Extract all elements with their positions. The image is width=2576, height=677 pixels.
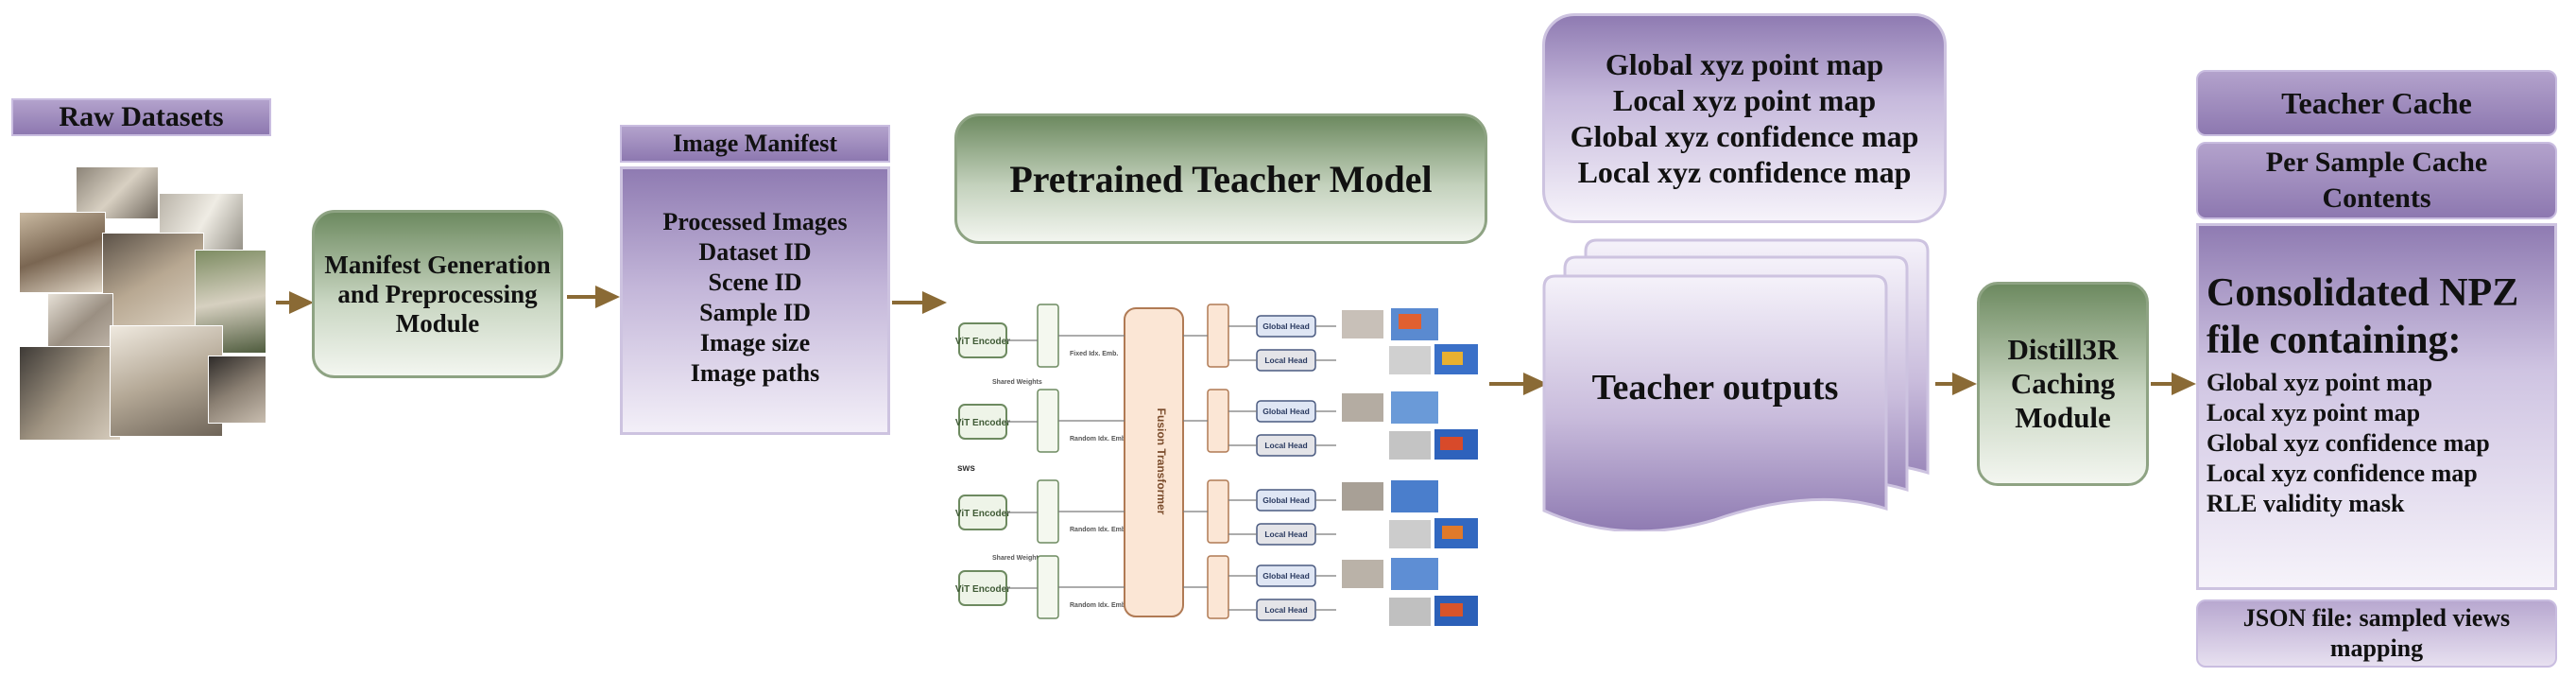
manifest-item: Dataset ID bbox=[698, 238, 812, 266]
vit-encoder: ViT Encoder bbox=[955, 570, 1010, 606]
raw-image bbox=[19, 346, 121, 441]
teacher-outputs-list: Global xyz point map Local xyz point map… bbox=[1542, 13, 1947, 223]
encoder-text: ViT Encoder bbox=[955, 509, 1010, 519]
manifest-item: Image paths bbox=[690, 359, 820, 387]
global-head-label: Global Head bbox=[1262, 321, 1310, 331]
local-head-label: Local Head bbox=[1264, 529, 1307, 539]
teacher-outputs-stack bbox=[1542, 238, 1930, 531]
vit-encoder: ViT Encoder bbox=[955, 404, 1010, 440]
npz-item: Global xyz point map bbox=[2207, 369, 2433, 396]
raw-image bbox=[110, 325, 223, 437]
module-line: Caching bbox=[2010, 367, 2116, 400]
global-head-label: Global Head bbox=[1262, 571, 1310, 581]
arrow-icon bbox=[1489, 373, 1548, 395]
raw-images-collage bbox=[19, 166, 266, 441]
encoder-text: ViT Encoder bbox=[955, 584, 1010, 595]
heading-line: Consolidated NPZ bbox=[2207, 271, 2519, 315]
fusion-transformer-block bbox=[1124, 307, 1184, 617]
random-emb-label: Random Idx. Emb. bbox=[1070, 602, 1127, 609]
output-item: Global xyz confidence map bbox=[1570, 119, 1919, 153]
cache-contents-panel: Consolidated NPZ file containing: Global… bbox=[2196, 223, 2557, 590]
distill3r-caching-module: Distill3R Caching Module bbox=[1977, 282, 2149, 486]
sws-label: sws bbox=[957, 463, 975, 474]
random-emb-label: Random Idx. Emb. bbox=[1070, 527, 1127, 533]
npz-items: Global xyz point map Local xyz point map… bbox=[2207, 368, 2554, 519]
teacher-model-title: Pretrained Teacher Model bbox=[954, 113, 1487, 244]
vit-encoder: ViT Encoder bbox=[955, 322, 1010, 358]
arrow-icon bbox=[1935, 373, 1977, 395]
cache-contents-subtitle: Per Sample Cache Contents bbox=[2196, 142, 2557, 219]
manifest-item: Scene ID bbox=[708, 269, 802, 296]
json-line: mapping bbox=[2329, 634, 2424, 662]
encoder-text: ViT Encoder bbox=[955, 418, 1010, 428]
fusion-transformer-label: Fusion Transformer bbox=[1155, 408, 1168, 515]
module-line: and Preprocessing bbox=[337, 279, 538, 308]
npz-item: Global xyz confidence map bbox=[2207, 429, 2490, 457]
local-head-label: Local Head bbox=[1264, 605, 1307, 615]
manifest-item: Processed Images bbox=[662, 208, 848, 235]
module-line: Manifest Generation bbox=[324, 250, 551, 279]
npz-item: RLE validity mask bbox=[2207, 490, 2405, 517]
random-emb-label: Random Idx. Emb. bbox=[1070, 436, 1127, 443]
module-line: Module bbox=[2015, 401, 2111, 434]
json-line: JSON file: sampled views bbox=[2242, 604, 2511, 632]
vit-encoder: ViT Encoder bbox=[955, 495, 1010, 530]
teacher-architecture-diagram: sws ViT Encoder ViT Encoder ViT Encoder … bbox=[955, 304, 1478, 626]
subtitle-line: Per Sample Cache bbox=[2265, 147, 2488, 178]
raw-image bbox=[208, 356, 266, 424]
output-item: Local xyz confidence map bbox=[1577, 155, 1912, 189]
shared-weights-label: Shared Weights bbox=[992, 555, 1042, 562]
arrow-icon bbox=[567, 286, 620, 308]
image-manifest-panel: Processed Images Dataset ID Scene ID Sam… bbox=[620, 166, 890, 435]
raw-image bbox=[102, 233, 204, 327]
manifest-generation-module: Manifest Generation and Preprocessing Mo… bbox=[312, 210, 563, 378]
output-item: Global xyz point map bbox=[1605, 47, 1884, 81]
encoder-text: ViT Encoder bbox=[955, 337, 1010, 347]
module-line: Distill3R bbox=[2007, 333, 2119, 366]
npz-heading: Consolidated NPZ file containing: bbox=[2207, 269, 2554, 364]
arrow-icon bbox=[276, 291, 314, 314]
json-note: JSON file: sampled views mapping bbox=[2196, 599, 2557, 668]
heading-line: file containing: bbox=[2207, 319, 2462, 362]
npz-item: Local xyz confidence map bbox=[2207, 460, 2478, 487]
local-head-label: Local Head bbox=[1264, 441, 1307, 450]
global-head-label: Global Head bbox=[1262, 495, 1310, 505]
npz-item: Local xyz point map bbox=[2207, 399, 2421, 426]
raw-image bbox=[19, 212, 106, 293]
arrow-icon bbox=[892, 291, 947, 314]
output-item: Local xyz point map bbox=[1612, 83, 1877, 117]
teacher-cache-title: Teacher Cache bbox=[2196, 70, 2557, 136]
manifest-item: Image size bbox=[699, 329, 811, 356]
image-manifest-title: Image Manifest bbox=[620, 125, 890, 163]
shared-weights-label: Shared Weights bbox=[992, 379, 1042, 386]
manifest-item: Sample ID bbox=[699, 299, 811, 326]
subtitle-line: Contents bbox=[2322, 182, 2431, 214]
fixed-emb-label: Fixed Idx. Emb. bbox=[1070, 351, 1118, 357]
module-line: Module bbox=[395, 308, 480, 338]
global-head-label: Global Head bbox=[1262, 407, 1310, 416]
local-head-label: Local Head bbox=[1264, 356, 1307, 365]
arrow-icon bbox=[2151, 373, 2196, 395]
raw-image bbox=[195, 250, 266, 354]
raw-image bbox=[76, 166, 159, 219]
teacher-outputs-label: Teacher outputs bbox=[1591, 368, 1839, 408]
raw-datasets-label: Raw Datasets bbox=[11, 98, 271, 136]
